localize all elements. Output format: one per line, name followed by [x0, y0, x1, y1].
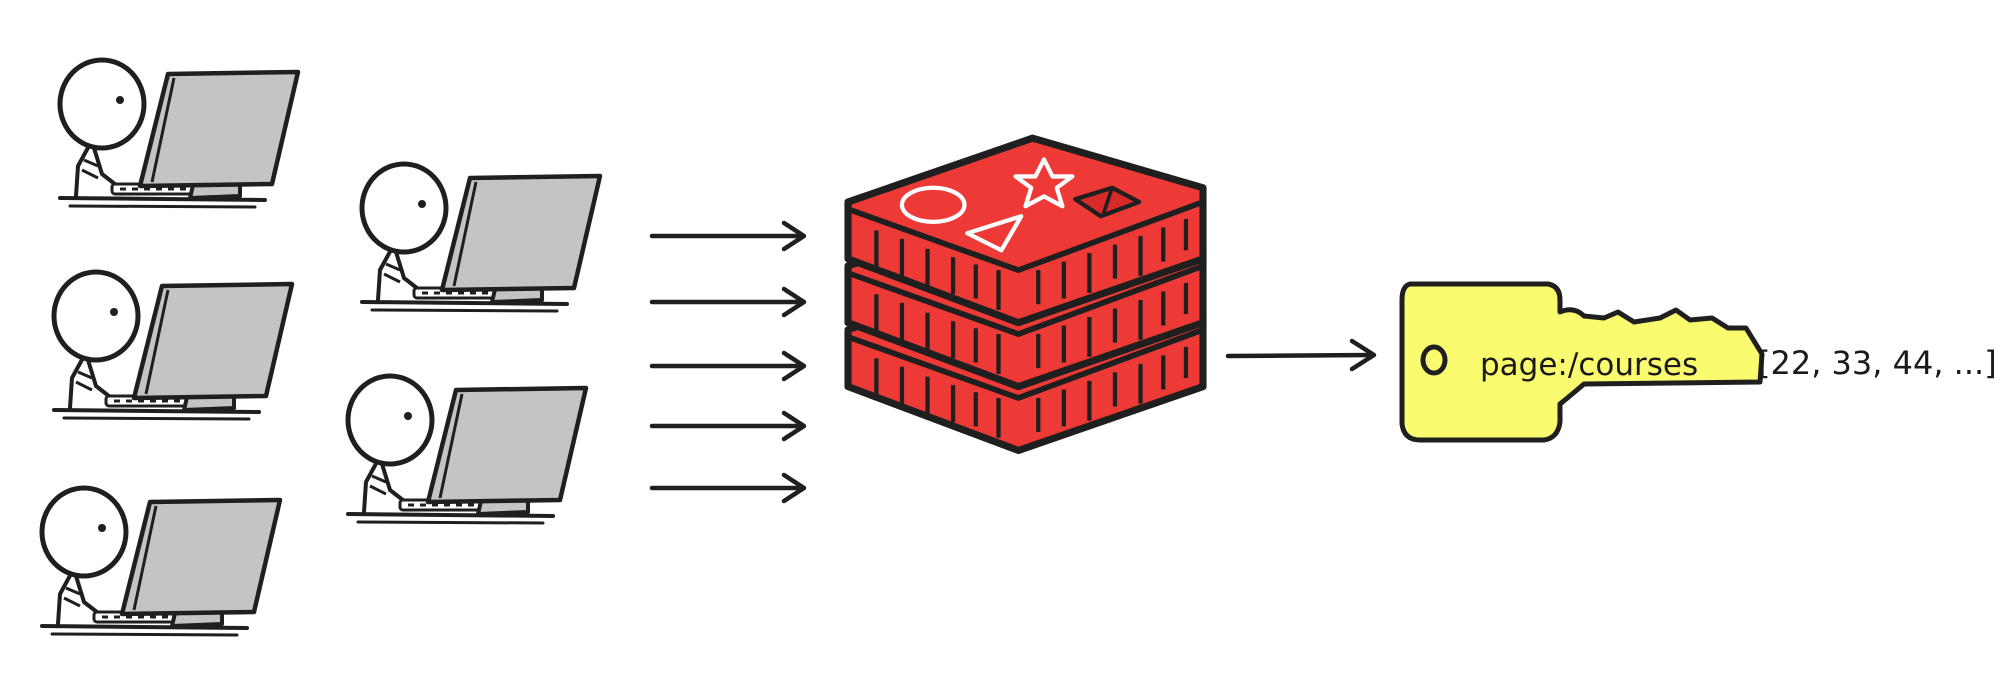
request-arrow-icon — [652, 223, 804, 249]
request-arrow-icon — [652, 353, 804, 379]
user-computer-icon — [60, 60, 298, 207]
key-hole-icon — [1420, 344, 1448, 376]
user-computer-icon — [362, 164, 600, 311]
cached-value-label: [22, 33, 44, ...] — [1758, 344, 1997, 382]
request-arrow-icon — [652, 413, 804, 439]
request-arrows — [652, 223, 804, 501]
request-arrow-icon — [652, 475, 804, 501]
cache-key-label: page:/courses — [1480, 347, 1698, 383]
redis-stack-icon — [848, 138, 1203, 450]
users-group — [42, 60, 600, 635]
key-icon: page:/courses — [1399, 281, 1765, 443]
request-arrow-icon — [652, 289, 804, 315]
user-computer-icon — [348, 376, 586, 523]
cache-to-key-arrow-icon — [1225, 338, 1377, 372]
user-computer-icon — [42, 488, 280, 635]
user-computer-icon — [54, 272, 292, 419]
